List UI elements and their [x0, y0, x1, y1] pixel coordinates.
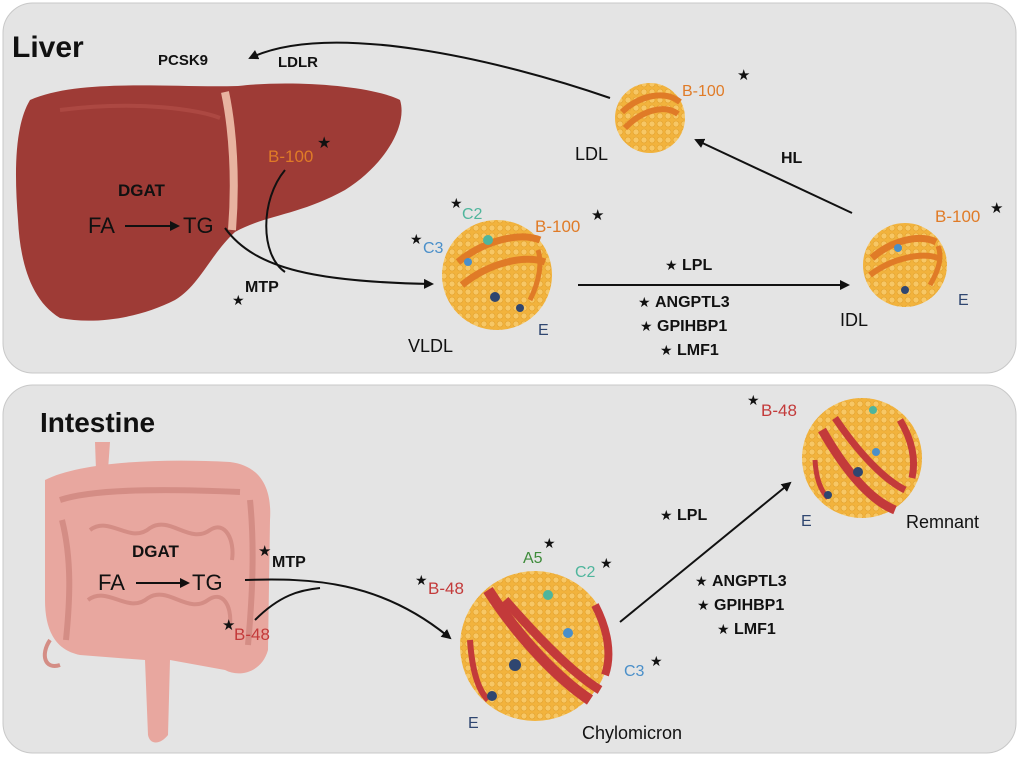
star-icon: ★ — [717, 621, 730, 637]
star-icon: ★ — [543, 535, 556, 551]
intestine-organ — [42, 442, 271, 743]
chylomicron-particle — [460, 571, 613, 721]
star-icon: ★ — [450, 195, 463, 211]
intestine-lmf1-label: LMF1 — [734, 621, 776, 638]
star-icon: ★ — [990, 200, 1003, 217]
star-icon: ★ — [232, 292, 245, 308]
star-icon: ★ — [410, 231, 423, 247]
chylomicron-c3-label: C3 — [624, 663, 645, 680]
liver-mtp-label: MTP — [245, 279, 279, 296]
idl-particle — [863, 223, 947, 307]
vldl-particle — [442, 220, 552, 330]
remnant-e-label: E — [801, 513, 812, 530]
chylomicron-e-label: E — [468, 715, 479, 732]
star-icon: ★ — [415, 572, 428, 588]
chylomicron-a5-label: A5 — [523, 550, 543, 567]
chylomicron-b48-label: B-48 — [428, 579, 464, 598]
liver-organ — [15, 83, 402, 321]
liver-panel-title: Liver — [12, 31, 84, 64]
intestine-dgat-label: DGAT — [132, 542, 180, 561]
chylomicron-label: Chylomicron — [582, 723, 682, 743]
intestine-fa-label: FA — [98, 570, 125, 595]
intestine-mtp-label: MTP — [272, 554, 306, 571]
star-icon: ★ — [737, 67, 750, 84]
idl-label: IDL — [840, 310, 868, 330]
liver-tg-label: TG — [183, 213, 214, 238]
idl-e-label: E — [958, 292, 969, 309]
vldl-b100-label: B-100 — [535, 217, 580, 236]
liver-lmf1-label: LMF1 — [677, 342, 719, 359]
star-icon: ★ — [697, 597, 710, 613]
ldl-to-ldlr-arrow — [248, 41, 611, 99]
pcsk9-label: PCSK9 — [158, 52, 208, 69]
ldl-particle — [615, 83, 685, 153]
chylomicron-c2-label: C2 — [575, 564, 596, 581]
remnant-b48-label: B-48 — [761, 401, 797, 420]
liver-fa-label: FA — [88, 213, 115, 238]
star-icon: ★ — [650, 653, 663, 669]
intestine-gpihbp1-label: GPIHBP1 — [714, 597, 784, 614]
star-icon: ★ — [591, 207, 604, 224]
intestine-panel-title: Intestine — [40, 407, 155, 438]
star-icon: ★ — [660, 342, 673, 358]
hl-label: HL — [781, 150, 803, 167]
remnant-label: Remnant — [906, 512, 979, 532]
vldl-c2-label: C2 — [462, 206, 483, 223]
tg-to-chylomicron-arrow — [244, 578, 452, 640]
b48-to-chylomicron-curve — [254, 587, 321, 621]
liver-dgat-label: DGAT — [118, 181, 166, 200]
ldl-label: LDL — [575, 144, 608, 164]
liver-lpl-label: LPL — [682, 257, 712, 274]
star-icon: ★ — [665, 257, 678, 273]
idl-b100-label: B-100 — [935, 207, 980, 226]
vldl-c3-label: C3 — [423, 240, 444, 257]
star-icon: ★ — [317, 135, 331, 152]
intestine-angptl3-label: ANGPTL3 — [712, 573, 787, 590]
liver-gpihbp1-label: GPIHBP1 — [657, 318, 727, 335]
star-icon: ★ — [258, 543, 271, 560]
star-icon: ★ — [600, 555, 613, 571]
chylomicron-to-remnant-arrow — [619, 481, 792, 623]
star-icon: ★ — [747, 392, 760, 408]
idl-to-ldl-arrow — [694, 138, 853, 214]
star-icon: ★ — [640, 318, 653, 334]
star-icon: ★ — [695, 573, 708, 589]
star-icon: ★ — [638, 294, 651, 310]
vldl-label: VLDL — [408, 336, 453, 356]
remnant-particle — [802, 398, 922, 518]
intestine-lpl-label: LPL — [677, 507, 707, 524]
vldl-e-label: E — [538, 322, 549, 339]
intestine-b48-label: B-48 — [234, 625, 270, 644]
b100-to-vldl-curve — [265, 169, 286, 273]
star-icon: ★ — [660, 507, 673, 523]
ldl-b100-label: B-100 — [682, 83, 725, 100]
intestine-tg-label: TG — [192, 570, 223, 595]
star-icon: ★ — [222, 617, 235, 634]
ldlr-label: LDLR — [278, 54, 318, 71]
liver-b100-label: B-100 — [268, 147, 313, 166]
liver-angptl3-label: ANGPTL3 — [655, 294, 730, 311]
tg-to-vldl-arrow — [224, 227, 434, 289]
